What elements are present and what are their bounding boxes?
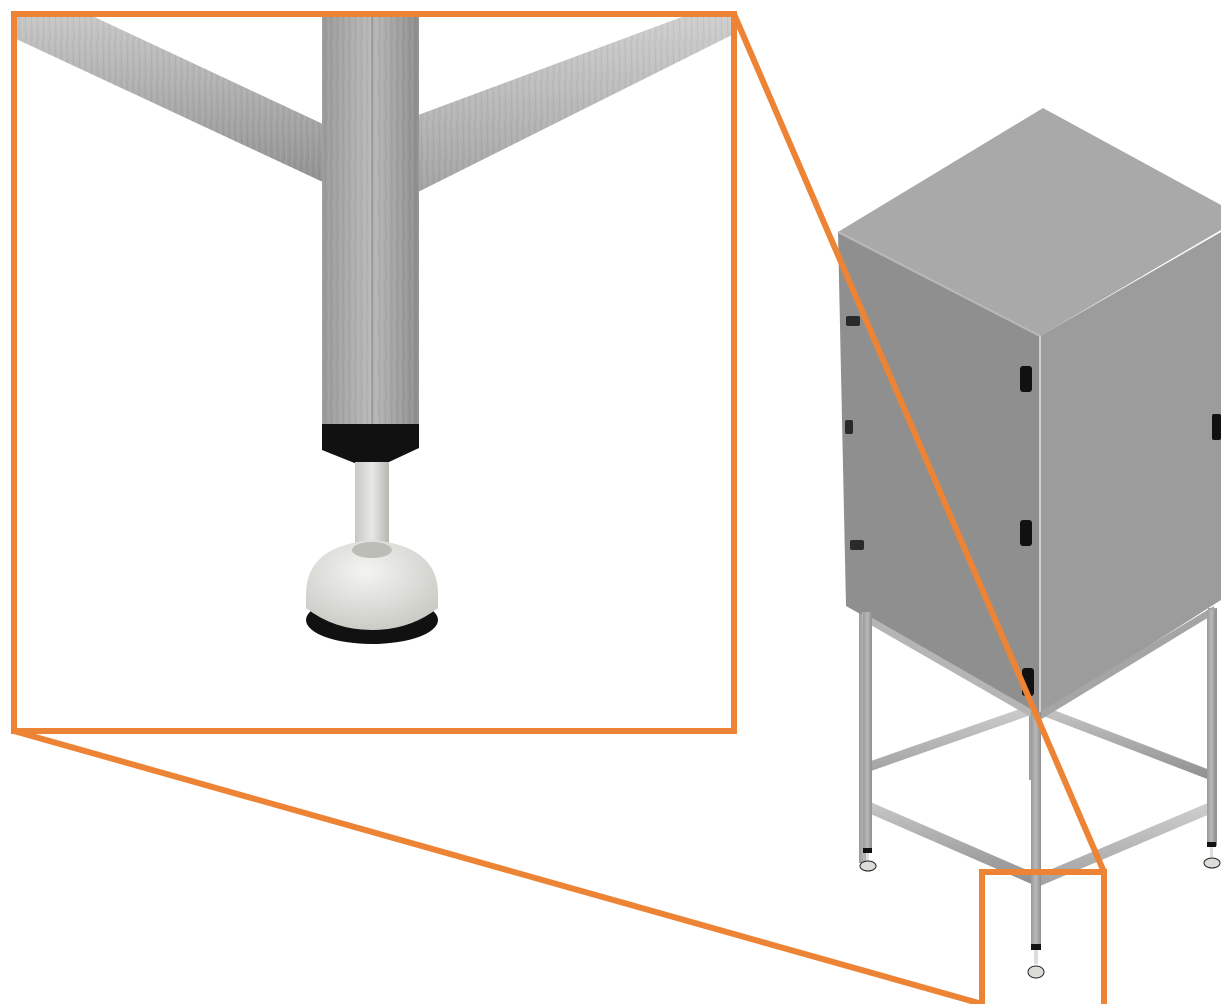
callout-line-bottom <box>13 728 983 1004</box>
latch-left-top-icon <box>846 316 860 326</box>
frame-rail-upper-right <box>1040 606 1214 720</box>
stand-leg-front-left <box>863 612 872 852</box>
cabinet-left-side <box>838 232 1040 715</box>
stand-leg-front-right <box>1207 610 1216 846</box>
frame-rail-front-left <box>866 800 1036 886</box>
detail-foot-pad <box>306 540 438 630</box>
frame-rail-rear-right <box>1038 704 1210 780</box>
detail-rubber-cap <box>322 424 419 470</box>
latch-left-mid-icon <box>845 420 853 434</box>
leveling-foot-small-right <box>1203 842 1221 869</box>
hinge-middle-icon <box>1020 520 1032 546</box>
leveling-foot-small-left <box>859 848 877 872</box>
frame-rail-upper-left <box>862 612 1036 720</box>
cabinet-top-edge <box>837 231 1041 337</box>
leveling-foot-small-center <box>1027 944 1045 979</box>
zoom-detail-panel <box>14 14 734 731</box>
cabinet-assembly <box>837 108 1221 979</box>
latch-right-icon <box>1212 414 1221 440</box>
cabinet-top <box>838 108 1221 336</box>
callout-line-top <box>731 12 1107 874</box>
stand-leg-front-center <box>1031 712 1041 944</box>
cabinet-front-door <box>1040 232 1221 715</box>
latch-left-bottom-icon <box>850 540 864 550</box>
frame-rail-rear-left <box>868 704 1034 772</box>
hinge-top-icon <box>1020 366 1032 392</box>
zoom-frame <box>11 11 737 734</box>
frame-rail-front-right <box>1040 802 1210 886</box>
source-highlight-box <box>979 869 1107 1004</box>
callout-graphics <box>11 11 1107 1004</box>
